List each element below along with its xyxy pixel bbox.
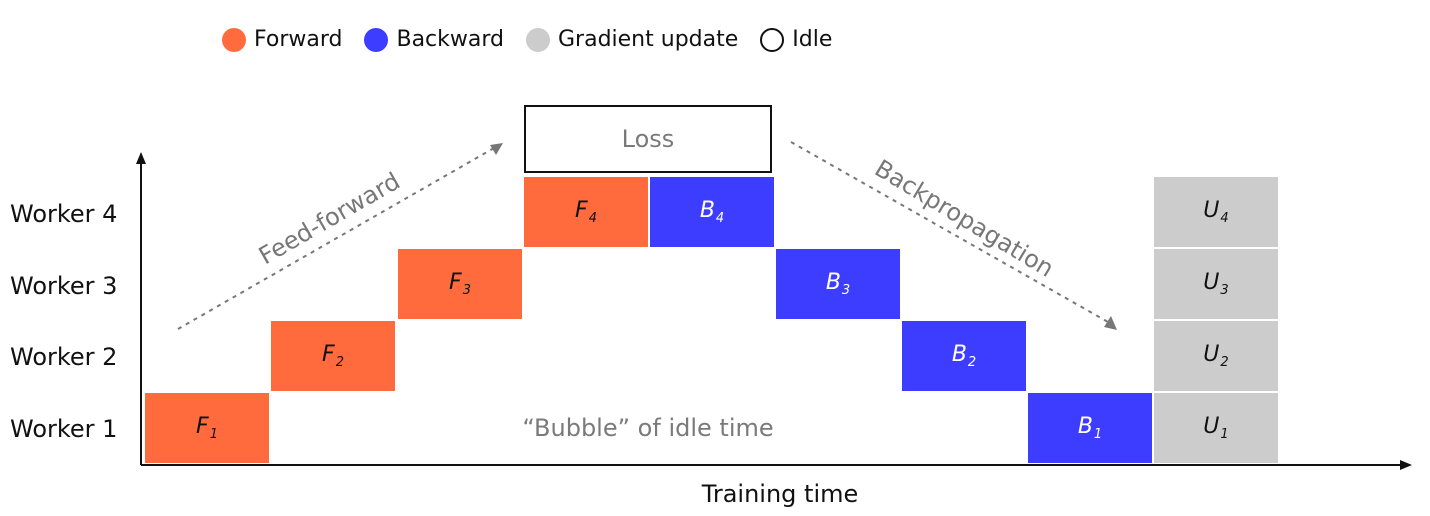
block-letter: F xyxy=(196,414,209,439)
legend-label: Backward xyxy=(396,27,504,52)
legend-item-idle: Idle xyxy=(760,28,832,52)
block-letter: B xyxy=(951,342,967,367)
legend-label: Idle xyxy=(792,27,833,52)
block-index: 4 xyxy=(715,211,725,226)
x-axis-arrowhead xyxy=(1400,460,1412,470)
block-letter: F xyxy=(575,198,588,223)
block-b3: B3 xyxy=(776,249,900,319)
block-letter: U xyxy=(1203,198,1220,223)
block-letter: F xyxy=(322,342,335,367)
backprop-arrow xyxy=(790,141,1109,323)
block-index: 4 xyxy=(588,211,597,226)
block-label: U4 xyxy=(1203,198,1228,226)
block-label: F2 xyxy=(322,342,344,370)
block-label: F3 xyxy=(449,270,471,298)
worker-label-2: Worker 2 xyxy=(10,343,118,371)
feed-forward-arrow xyxy=(177,147,495,330)
block-index: 3 xyxy=(841,283,851,298)
block-index: 3 xyxy=(462,283,471,298)
block-u3: U3 xyxy=(1154,249,1278,319)
block-label: B4 xyxy=(700,198,724,226)
block-label: U1 xyxy=(1203,414,1228,442)
loss-label: Loss xyxy=(621,125,675,153)
block-index: 2 xyxy=(967,355,977,370)
worker-label-3: Worker 3 xyxy=(10,272,118,300)
block-letter: F xyxy=(449,270,462,295)
block-b1: B1 xyxy=(1028,393,1152,463)
block-index: 1 xyxy=(1093,427,1103,442)
block-b2: B2 xyxy=(902,321,1026,391)
legend-label: Forward xyxy=(254,27,343,52)
block-index: 4 xyxy=(1220,211,1229,226)
legend-label: Gradient update xyxy=(558,27,739,52)
block-f4: F4 xyxy=(524,177,648,247)
block-letter: B xyxy=(1077,414,1093,439)
block-label: U3 xyxy=(1203,270,1228,298)
block-letter: B xyxy=(699,198,715,223)
x-axis-title: Training time xyxy=(701,480,859,508)
block-f3: F3 xyxy=(398,249,522,319)
block-index: 3 xyxy=(1220,283,1229,298)
bubble-label: “Bubble” of idle time xyxy=(522,414,774,442)
y-axis-arrowhead xyxy=(136,152,146,164)
block-label: B2 xyxy=(952,342,976,370)
block-label: F1 xyxy=(196,414,218,442)
legend: Forward Backward Gradient update Idle xyxy=(222,22,854,58)
feed-forward-label: Feed-forward xyxy=(254,167,405,270)
block-index: 1 xyxy=(1220,427,1229,442)
block-f2: F2 xyxy=(271,321,395,391)
block-label: F4 xyxy=(575,198,597,226)
block-b4: B4 xyxy=(650,177,774,247)
legend-swatch xyxy=(364,28,389,52)
block-f1: F1 xyxy=(145,393,269,463)
loss-box: Loss xyxy=(524,105,772,173)
legend-item-gradient-update: Gradient update xyxy=(526,28,738,52)
block-label: B3 xyxy=(826,270,850,298)
block-u2: U2 xyxy=(1154,321,1278,391)
block-index: 1 xyxy=(209,427,218,442)
block-label: U2 xyxy=(1203,342,1228,370)
legend-item-forward: Forward xyxy=(222,28,342,52)
worker-label-4: Worker 4 xyxy=(10,200,118,228)
block-index: 2 xyxy=(1220,355,1229,370)
legend-swatch xyxy=(526,28,550,52)
block-index: 2 xyxy=(335,355,344,370)
block-letter: B xyxy=(825,270,841,295)
legend-swatch xyxy=(222,28,246,52)
block-u4: U4 xyxy=(1154,177,1278,247)
block-letter: U xyxy=(1203,270,1220,295)
backprop-arrowhead xyxy=(1104,316,1117,330)
feed-forward-arrowhead xyxy=(490,143,503,155)
block-label: B1 xyxy=(1078,414,1102,442)
legend-item-backward: Backward xyxy=(364,28,504,52)
worker-label-1: Worker 1 xyxy=(10,415,118,443)
block-letter: U xyxy=(1203,342,1220,367)
legend-swatch xyxy=(760,28,785,52)
block-letter: U xyxy=(1203,414,1220,439)
block-u1: U1 xyxy=(1154,393,1278,463)
